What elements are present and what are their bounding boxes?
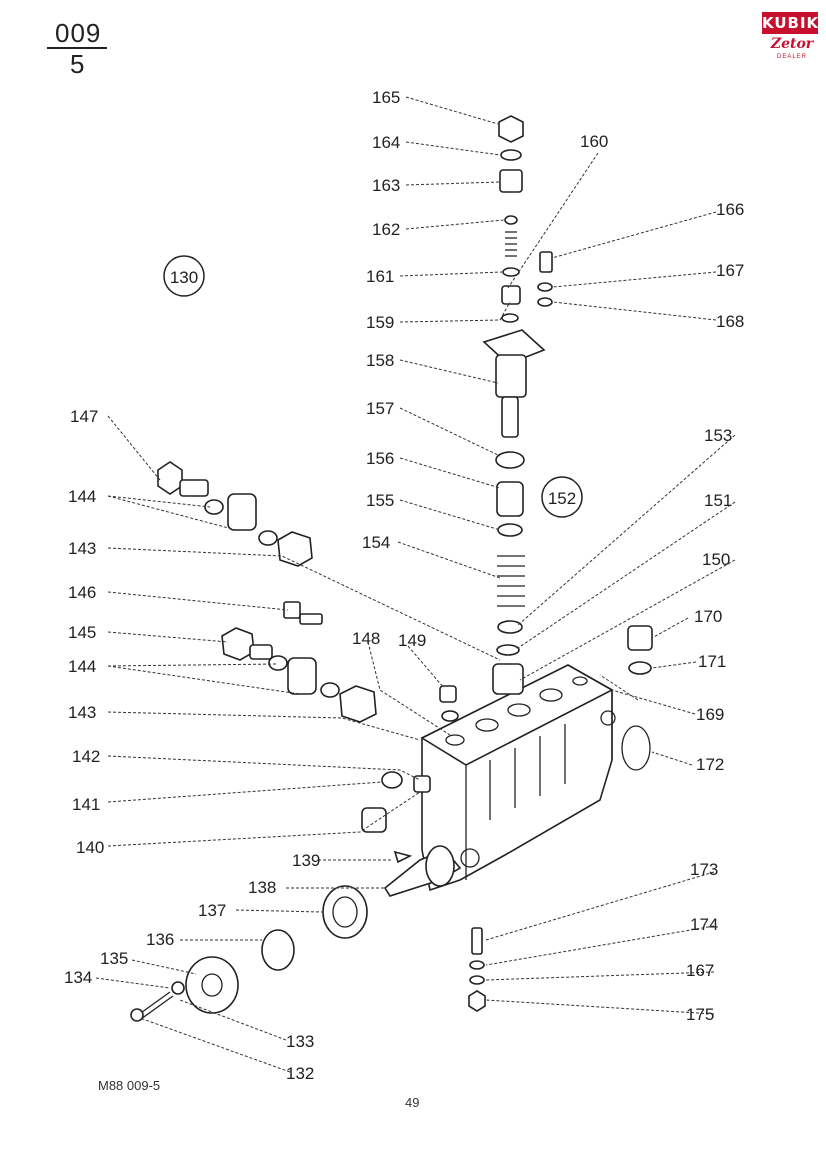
part-label: 145 [68,623,96,642]
part-label: 132 [286,1064,314,1083]
dealer-logo: KUBIK Zetor DEALER [760,10,820,62]
part-label: 142 [72,747,100,766]
part-label: 148 [352,629,380,648]
logo-sub: Zetor [770,36,814,52]
group-130-marker: 130 [163,255,205,297]
part-label: 169 [696,705,724,724]
part-label: 143 [68,539,96,558]
sheet-number: 5 [70,49,85,79]
part-label: 167 [686,961,714,980]
drive-parts [130,771,462,1022]
part-label: 175 [686,1005,714,1024]
part-label: 151 [704,491,732,510]
page-number: 49 [405,1095,420,1110]
part-label: 166 [716,200,744,219]
group-number: 009 [55,18,102,48]
part-label: 139 [292,851,320,870]
part-label: 164 [372,133,400,152]
part-label: 135 [100,949,128,968]
part-label: 173 [690,860,718,879]
group-152-label: 152 [548,489,576,508]
group-152-marker: 152 [541,476,583,518]
part-label: 144 [68,487,96,506]
leader-lines [95,96,736,1073]
bolt-lower-right [468,927,486,1012]
part-label: 157 [366,399,394,418]
drawing-code: M88 009-5 [98,1078,161,1093]
part-label: 136 [146,930,174,949]
part-label: 167 [716,261,744,280]
part-label: 137 [198,901,226,920]
part-label: 141 [72,795,100,814]
part-label: 168 [716,312,744,331]
part-label: 143 [68,703,96,722]
fraction-rule [47,47,107,49]
part-label: 133 [286,1032,314,1051]
part-label: 165 [372,88,400,107]
part-label: 174 [690,915,718,934]
part-label: 156 [366,449,394,468]
part-label: 150 [702,550,730,569]
logo-brand: KUBIK [762,12,820,34]
part-label: 154 [362,533,390,552]
part-label: 159 [366,313,394,332]
part-label: 149 [398,631,426,650]
part-number-labels: 165 164 163 162 161 160 166 167 168 159 … [64,88,744,1083]
part-label: 134 [64,968,92,987]
parts-drawing [130,115,653,1022]
part-label: 163 [372,176,400,195]
logo-tag: DEALER [776,54,807,60]
part-label: 146 [68,583,96,602]
part-label: 162 [372,220,400,239]
screw-washer-right [537,251,653,771]
part-label: 153 [704,426,732,445]
part-label: 140 [76,838,104,857]
part-label: 171 [698,652,726,671]
part-label: 172 [696,755,724,774]
part-label: 160 [580,132,608,151]
part-label: 147 [70,407,98,426]
part-label: 144 [68,657,96,676]
part-label: 161 [366,267,394,286]
delivery-valve-stack [482,115,546,695]
group-130-label: 130 [170,268,198,287]
part-label: 155 [366,491,394,510]
part-label: 158 [366,351,394,370]
part-label: 170 [694,607,722,626]
fittings-left [157,461,459,723]
part-label: 138 [248,878,276,897]
